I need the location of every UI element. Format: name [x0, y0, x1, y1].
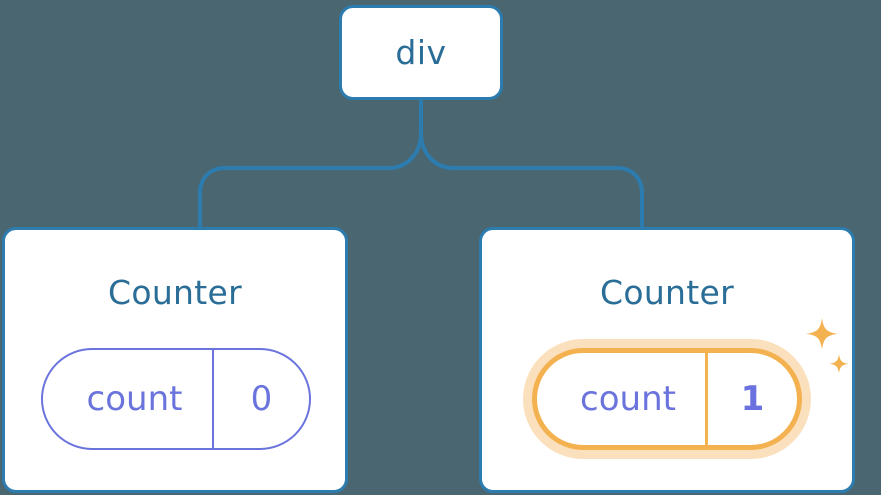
state-pill-right-key: count: [537, 353, 708, 445]
node-counter-left-title: Counter: [108, 273, 242, 312]
state-pill-right-value: 1: [708, 353, 797, 445]
state-pill-left-wrap: count 0: [39, 346, 313, 452]
state-pill-left[interactable]: count 0: [41, 348, 311, 450]
state-pill-left-key-text: count: [86, 379, 183, 419]
state-pill-right[interactable]: count 1: [532, 348, 802, 450]
node-counter-right-title: Counter: [600, 273, 734, 312]
state-pill-left-key: count: [43, 350, 214, 448]
node-root-div[interactable]: div: [339, 5, 503, 100]
state-pill-right-value-text: 1: [740, 379, 765, 419]
connector-branch-left: [198, 131, 423, 229]
sparkles-group: [796, 316, 858, 384]
connector-branch-right: [419, 131, 644, 229]
sparkle-icon-large: [806, 318, 838, 350]
node-root-label: div: [395, 33, 447, 72]
state-pill-right-wrap: count 1: [518, 334, 816, 464]
sparkle-icon-small: [829, 354, 849, 374]
state-pill-left-value: 0: [214, 350, 309, 448]
state-pill-right-key-text: count: [580, 379, 676, 419]
state-pill-left-value-text: 0: [250, 379, 273, 419]
